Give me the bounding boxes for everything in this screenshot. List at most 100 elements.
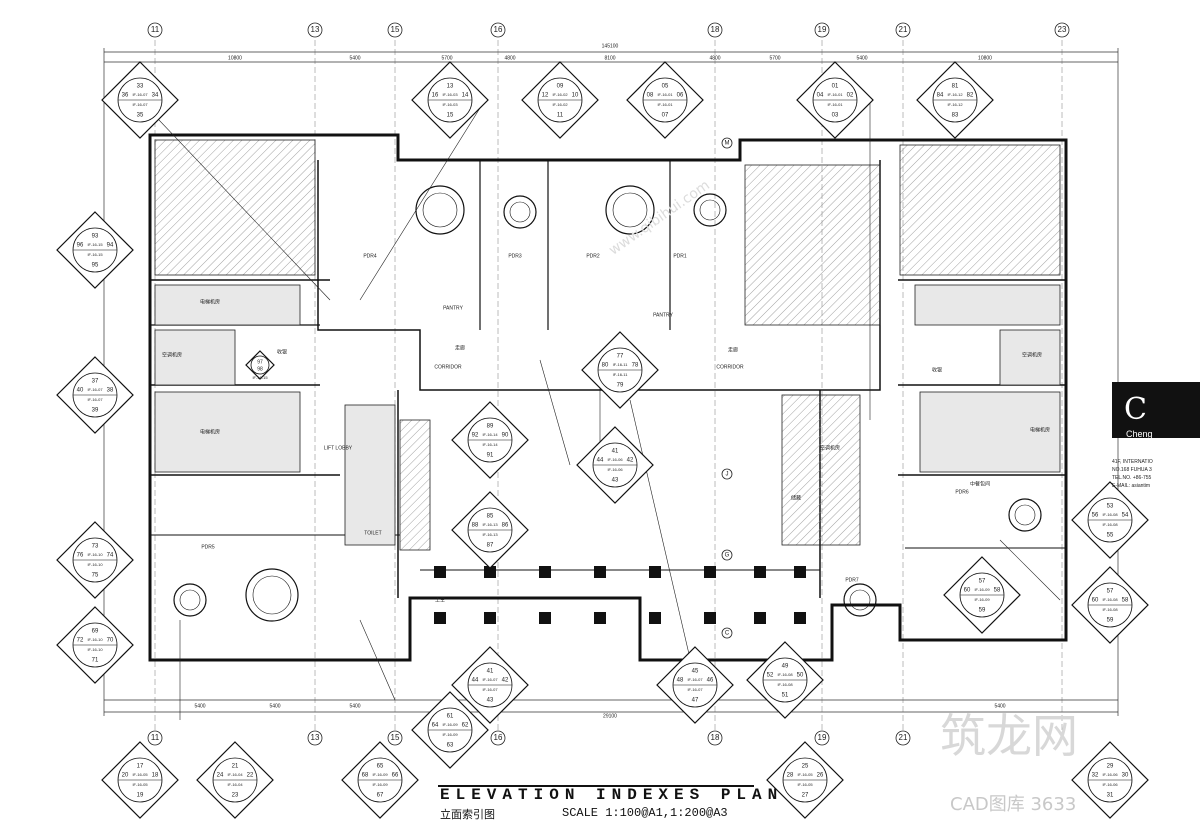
row-mark-bubble (721, 468, 733, 480)
dimension-value: 5400 (269, 703, 280, 709)
column (484, 612, 496, 624)
axis-bubble (707, 22, 723, 38)
drawing-scale: SCALE 1:100@A1,1:200@A3 (562, 806, 728, 820)
marker-number: 30 (1122, 773, 1129, 779)
marker-sheet: IF-16-07 (87, 387, 103, 392)
marker-sheet: IF-16-14 (482, 432, 498, 437)
marker-sheet: IF-16-09 (442, 732, 458, 737)
marker-sheet: IF-16-09 (974, 587, 990, 592)
marker-number: 29 (1107, 764, 1114, 770)
marker-sheet: IF-16-07 (687, 687, 703, 692)
marker-number: 79 (617, 383, 624, 389)
column (794, 566, 806, 578)
marker-number: 95 (92, 263, 99, 269)
dimension-value: 5700 (769, 55, 780, 61)
axis-bubble (387, 730, 403, 746)
marker-number: 62 (462, 723, 469, 729)
column (594, 612, 606, 624)
axis-bubble (895, 22, 911, 38)
column (649, 612, 661, 624)
room-label-cn_mech1: 电梯机房 (200, 298, 220, 305)
axis-label: 21 (899, 733, 908, 742)
room-label-pdr3: PDR3 (508, 253, 522, 259)
marker-number: 12 (542, 93, 549, 99)
room-label-cn_ac1: 空调机房 (162, 351, 182, 358)
marker-number: 02 (847, 93, 854, 99)
column (484, 566, 496, 578)
marker-number: 51 (782, 693, 789, 699)
column (594, 566, 606, 578)
room-label-cn_mech3: 电梯机房 (1030, 426, 1050, 433)
marker-sheet: IF-16-06 (607, 467, 623, 472)
marker-number: 20 (122, 773, 129, 779)
marker-number: 57 (1107, 589, 1114, 595)
marker-number: 80 (602, 363, 609, 369)
marker-sheet: IF-16-07 (687, 677, 703, 682)
bottom-dimensions: 2910054005400540054005400 (194, 703, 1005, 719)
axis-bubble (307, 730, 323, 746)
marker-number: 93 (92, 234, 99, 240)
marker-number: 58 (1122, 598, 1129, 604)
firm-info-line: 41F, INTERNATIO (1112, 459, 1153, 465)
marker-sheet: IF-16-08 (1102, 607, 1118, 612)
marker-number: 26 (817, 773, 824, 779)
marker-number: 67 (377, 793, 384, 799)
marker-sheet: IF-16-05 (797, 782, 813, 787)
room-label-corr1: CORRIDOR (434, 364, 462, 370)
marker-number: 22 (247, 773, 254, 779)
marker-number: 56 (1092, 513, 1099, 519)
marker-number: 42 (502, 678, 509, 684)
watermark-brand: 筑龙网 (940, 709, 1078, 763)
marker-number: 01 (832, 84, 839, 90)
room-label-pantry1: PANTRY (443, 305, 463, 311)
axis-label: 18 (711, 733, 720, 742)
marker-sheet: IF-16-04 (227, 772, 243, 777)
row-mark-label: C (725, 631, 730, 637)
marker-number: 66 (392, 773, 399, 779)
marker-number: 07 (662, 113, 669, 119)
marker-sheet: IF-16-11 (613, 372, 629, 377)
marker-number: 06 (677, 93, 684, 99)
hatched-service-areas (154, 139, 1061, 551)
row-mark-label: J (726, 472, 729, 478)
column (539, 566, 551, 578)
marker-number: 21 (232, 764, 239, 770)
marker-number: 55 (1107, 533, 1114, 539)
leader-lines (139, 99, 1061, 720)
axis-bubble (895, 730, 911, 746)
room-label-cn_ac3: 空调机房 (820, 444, 840, 451)
axis-label: 16 (494, 733, 503, 742)
marker-number: 94 (107, 243, 114, 249)
marker-sheet: IF-16-08 (1102, 522, 1118, 527)
axis-bubble (307, 22, 323, 38)
marker-number: 46 (707, 678, 714, 684)
axis-bubble (1054, 22, 1070, 38)
marker-number: 89 (487, 424, 494, 430)
marker-number: 40 (77, 388, 84, 394)
marker-sheet: IF-16-13 (482, 532, 498, 537)
marker-number: 28 (787, 773, 794, 779)
marker-number: 47 (692, 698, 699, 704)
marker-number: 42 (627, 458, 634, 464)
axis-label: 16 (494, 25, 503, 34)
row-mark-label: G (725, 553, 730, 559)
axis-bubble (387, 22, 403, 38)
drawing-title-chinese: 立面索引图 (440, 808, 495, 821)
marker-number: 78 (632, 363, 639, 369)
marker-number: 48 (677, 678, 684, 684)
marker-number: 44 (597, 458, 604, 464)
marker-number: 08 (647, 93, 654, 99)
